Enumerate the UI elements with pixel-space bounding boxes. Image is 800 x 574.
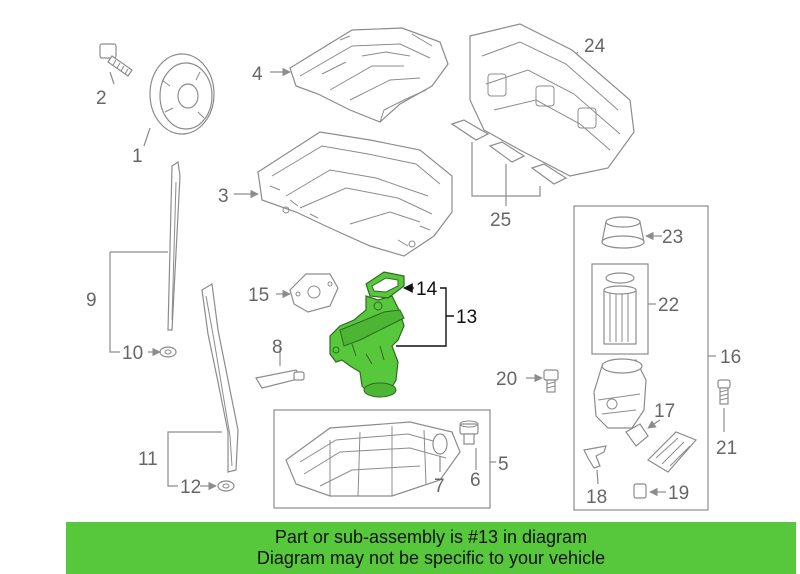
callout-13: 13	[456, 307, 477, 328]
callout-2: 2	[96, 88, 107, 109]
part-13-oil-pump-highlighted	[329, 295, 405, 398]
callout-3: 3	[218, 186, 229, 207]
callout-1: 1	[132, 146, 143, 167]
callout-9: 9	[86, 290, 97, 311]
part-6-drain-plug	[459, 420, 479, 470]
callout-24: 24	[584, 36, 606, 57]
part-15-cover-plate	[276, 273, 339, 313]
part-25-gaskets	[450, 119, 568, 206]
part-4-upper-frame	[270, 27, 449, 123]
part-8-bracket	[255, 348, 305, 389]
part-1-pulley	[143, 53, 215, 147]
callout-21: 21	[716, 438, 737, 459]
callout-15: 15	[248, 285, 269, 306]
callout-8: 8	[272, 337, 283, 358]
callout-7: 7	[434, 476, 445, 497]
callout-14: 14	[416, 279, 438, 300]
part-14-gasket-highlighted	[365, 271, 414, 299]
banner-line-1: Part or sub-assembly is #13 in diagram	[274, 527, 588, 547]
callout-12: 12	[180, 477, 201, 498]
callout-22: 22	[658, 295, 679, 316]
part-2-bolt	[99, 43, 133, 85]
callout-25: 25	[490, 210, 511, 231]
callout-20: 20	[496, 369, 517, 390]
part-11-guide-tube	[167, 283, 239, 492]
callout-13-bracket	[396, 287, 454, 347]
callout-18: 18	[586, 487, 607, 508]
callout-23: 23	[662, 227, 683, 248]
callout-16: 16	[720, 347, 741, 368]
callout-11: 11	[138, 449, 158, 470]
part-7-o-ring	[432, 433, 448, 472]
callout-17: 17	[654, 401, 675, 422]
callout-10: 10	[122, 343, 143, 364]
part-dipstick-assembly	[109, 160, 181, 358]
callout-4: 4	[252, 64, 263, 85]
info-banner: Part or sub-assembly is #13 in diagram D…	[66, 522, 796, 574]
part-24-cover	[469, 23, 635, 177]
callout-5: 5	[498, 454, 509, 475]
callout-6: 6	[470, 470, 481, 491]
exploded-parts-diagram: 2 1 4 3 24 25 9 10 15 14 13 8 20 11 12 5…	[86, 23, 741, 511]
banner-line-2: Diagram may not be specific to your vehi…	[256, 548, 606, 568]
part-21-bolt	[717, 379, 731, 432]
part-20-bolt	[526, 369, 559, 393]
part-16-filter-housing-group	[573, 205, 716, 511]
part-5-oil-pan-lower	[273, 409, 496, 509]
part-3-oil-pan-upper	[234, 131, 453, 257]
callout-19: 19	[668, 483, 689, 504]
